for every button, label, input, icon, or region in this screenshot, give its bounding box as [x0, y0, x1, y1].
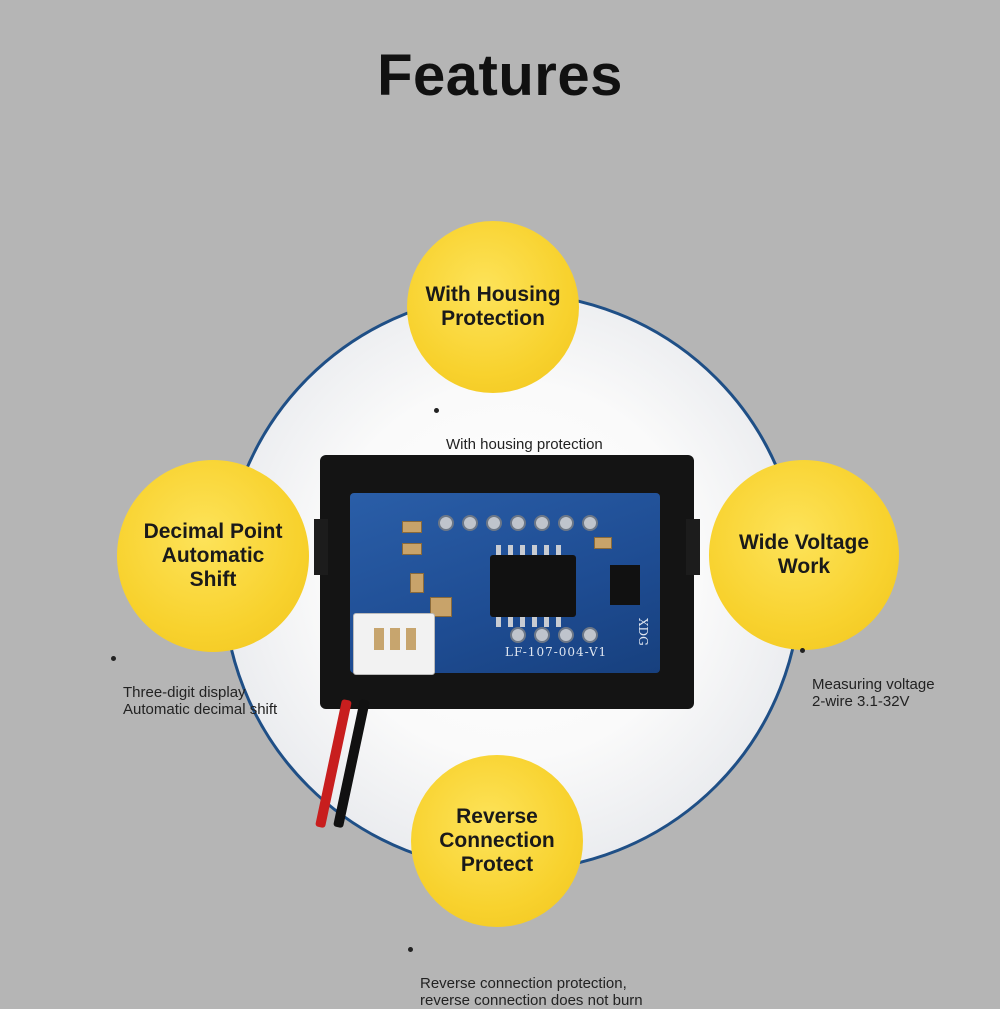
header-pin [558, 627, 574, 643]
header-pin [582, 627, 598, 643]
voltmeter-device-image: LF-107-004-V1 XDG [314, 455, 700, 709]
page-title: Features [377, 43, 623, 108]
connector-pin [374, 628, 384, 650]
header-pin [438, 515, 454, 531]
header-pin [558, 515, 574, 531]
housing-clip-right [686, 519, 700, 575]
voltage-regulator [610, 565, 640, 605]
smd-component [594, 537, 612, 549]
header-pin [462, 515, 478, 531]
chip-leg [532, 617, 537, 627]
bullet-icon [111, 656, 116, 661]
chip-leg [556, 617, 561, 627]
feature-bubble-reverse: Reverse Connection Protect [411, 755, 583, 927]
chip-leg [544, 545, 549, 555]
housing-clip-left [314, 519, 328, 575]
bullet-icon [408, 947, 413, 952]
pcb-side-label: XDG [636, 618, 650, 646]
smd-component [402, 521, 422, 533]
chip-leg [544, 617, 549, 627]
chip-leg [496, 545, 501, 555]
note-text: Measuring voltage 2-wire 3.1-32V [812, 676, 935, 710]
feature-note-voltage: Measuring voltage 2-wire 3.1-32V [800, 642, 935, 710]
wire-connector [353, 613, 435, 675]
feature-label-decimal: Decimal Point Automatic Shift [143, 520, 283, 591]
chip-leg [496, 617, 501, 627]
smd-component [410, 573, 424, 593]
feature-bubble-voltage: Wide Voltage Work [709, 460, 899, 650]
connector-pin [390, 628, 400, 650]
header-pin [510, 627, 526, 643]
smd-component [430, 597, 452, 617]
chip-leg [520, 617, 525, 627]
connector-pin [406, 628, 416, 650]
ic-chip [490, 555, 576, 617]
chip-leg [520, 545, 525, 555]
feature-bubble-decimal: Decimal Point Automatic Shift [117, 460, 309, 652]
note-text: Reverse connection protection, reverse c… [420, 975, 643, 1009]
feature-label-housing: With Housing Protection [425, 283, 561, 330]
feature-bubble-housing: With Housing Protection [407, 221, 579, 393]
feature-note-decimal: Three-digit display Automatic decimal sh… [111, 650, 278, 718]
feature-label-reverse: Reverse Connection Protect [439, 805, 555, 876]
header-pin [486, 515, 502, 531]
smd-component [402, 543, 422, 555]
chip-leg [556, 545, 561, 555]
note-text: Three-digit display Automatic decimal sh… [123, 684, 278, 718]
chip-leg [508, 617, 513, 627]
circuit-board: LF-107-004-V1 XDG [350, 493, 660, 673]
header-pin [582, 515, 598, 531]
feature-label-voltage: Wide Voltage Work [738, 531, 870, 578]
chip-leg [508, 545, 513, 555]
feature-note-reverse: Reverse connection protection, reverse c… [408, 941, 643, 1009]
header-pin [510, 515, 526, 531]
header-pin [534, 515, 550, 531]
bullet-icon [434, 408, 439, 413]
chip-leg [532, 545, 537, 555]
feature-note-housing: With housing protection [434, 402, 603, 453]
bullet-icon [800, 648, 805, 653]
pcb-label: LF-107-004-V1 [505, 645, 608, 659]
note-text: With housing protection [446, 436, 603, 453]
header-pin [534, 627, 550, 643]
